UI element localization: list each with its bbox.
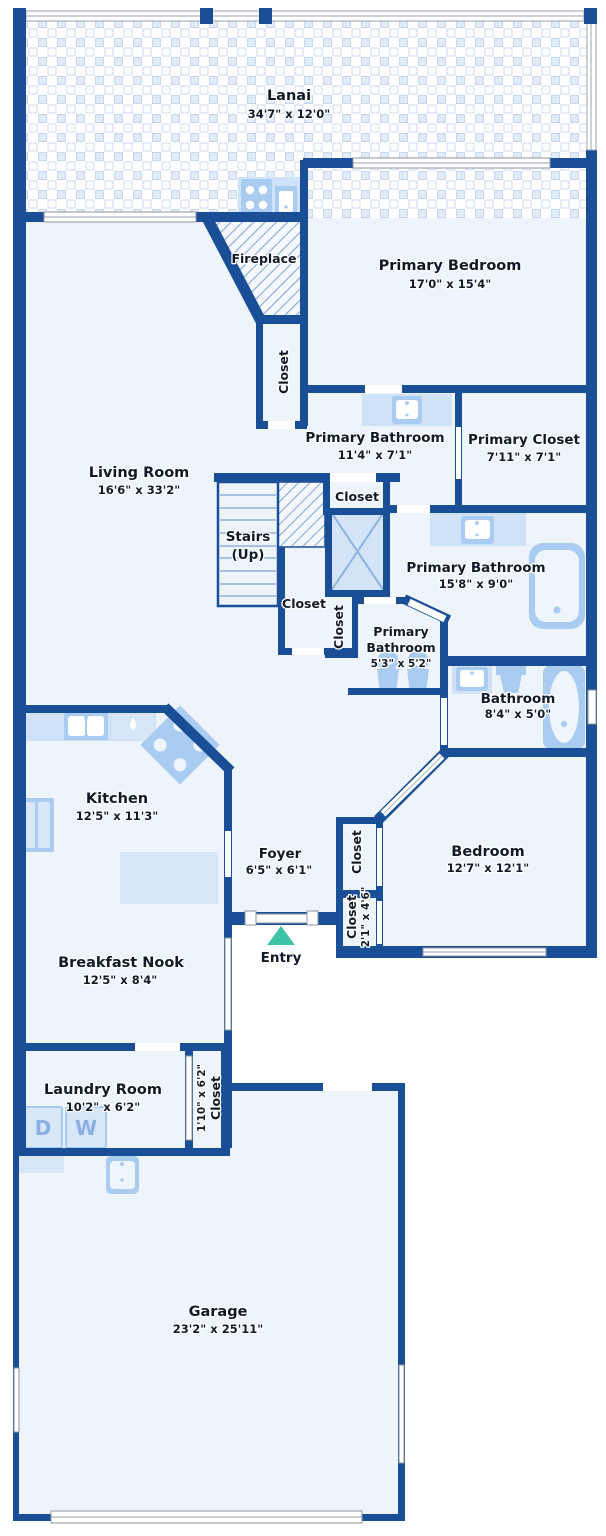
breakfast-nook-label: Breakfast Nook: [58, 955, 184, 971]
laundry-room-label: Laundry Room: [44, 1082, 162, 1098]
garage-label: Garage: [189, 1304, 248, 1320]
floor-areas: [13, 150, 597, 1521]
bathroom-window: [587, 689, 597, 725]
primary-closet-dims: 7'11" x 7'1": [487, 450, 561, 464]
hall-closet-large-label: Closet: [282, 596, 326, 611]
sink-pedestal-icon: [407, 669, 429, 693]
sink-pedestal-icon: [377, 669, 399, 693]
breakfast-nook-window: [224, 937, 232, 1031]
dryer-label: D: [35, 1116, 52, 1140]
laundry-closet-dims: 1'10" x 6'2": [196, 1064, 208, 1132]
bathroom-fixtures: [452, 664, 585, 749]
primary-bath-main-fixtures: [430, 513, 585, 629]
primary-bath-small-label2: Bathroom: [366, 640, 435, 655]
garage-entry-door-opening: [323, 1083, 372, 1091]
hall-closet-small-label: Closet: [335, 489, 379, 504]
kitchen-fixtures: [20, 705, 220, 904]
bedroom-label: Bedroom: [451, 844, 524, 860]
garage-right-window: [398, 1364, 405, 1464]
outdoor-kitchen: [238, 177, 302, 217]
laundry-closet-door: [185, 1055, 193, 1141]
stairs: [216, 480, 280, 608]
living-room-label: Living Room: [89, 465, 190, 481]
toilet-bowl-icon: [500, 675, 522, 693]
small-bath-angled-door: [407, 598, 447, 623]
primary-bedroom-label: Primary Bedroom: [379, 258, 522, 274]
entry-door-jamb: [244, 910, 257, 926]
laundry-appliances: D W: [23, 1106, 107, 1149]
bedroom-closet-lower-label: Closet: [344, 895, 359, 939]
floor-left-column: [14, 205, 232, 1155]
garage-fixtures: [19, 1155, 139, 1194]
entry-door: [255, 913, 308, 924]
bedroom-closet2-door-opening: [377, 901, 382, 944]
fireplace-hatch: [210, 222, 307, 315]
foyer-label: Foyer: [259, 846, 302, 862]
entry-arrow-icon: [267, 926, 295, 945]
primary-bath-main-dims: 15'8" x 9'0": [439, 577, 513, 591]
primary-bath-main-label: Primary Bathroom: [406, 560, 545, 576]
openings: [13, 8, 597, 1524]
kitchen-label: Kitchen: [86, 791, 148, 807]
fireplace-closet-label: Closet: [276, 350, 291, 394]
small-bath-door-opening: [364, 597, 396, 604]
kitchen-foyer-door-opening: [225, 831, 231, 877]
bedroom-dims: 12'7" x 12'1": [447, 861, 529, 875]
laundry-closet-label: Closet: [208, 1076, 223, 1120]
floor-garage-right: [228, 1083, 405, 1521]
bedroom-closet-upper-label: Closet: [349, 830, 364, 874]
garage-dims: 23'2" x 25'11": [173, 1322, 263, 1336]
room-labels: Lanai 34'7" x 12'0" Living Room 16'6" x …: [43, 87, 582, 1338]
floor-garage-left: [13, 1155, 228, 1521]
bathroom-label: Bathroom: [481, 691, 556, 707]
bedroom-angled-door-line: [382, 755, 443, 815]
primary-bath-upper-dims: 11'4" x 7'1": [338, 448, 412, 462]
entry-label: Entry: [261, 950, 302, 966]
living-room-dims: 16'6" x 33'2": [98, 483, 180, 497]
laundry-room-dims: 10'2" x 6'2": [66, 1100, 140, 1114]
washer-label: W: [75, 1116, 97, 1140]
stairs-label-line2: (Up): [232, 547, 265, 563]
bathroom-dims: 8'4" x 5'0": [485, 707, 551, 721]
fireplace-closet-door-opening: [268, 421, 295, 429]
foyer-dims: 6'5" x 6'1": [246, 863, 312, 877]
toilet-tank-icon: [496, 664, 526, 675]
primary-bedroom-door-opening: [365, 385, 402, 393]
primary-closet-label: Primary Closet: [468, 432, 581, 448]
nook-laundry-door-opening: [135, 1043, 180, 1051]
stairs-label-line1: Stairs: [226, 529, 271, 545]
water-drop-icon: [130, 718, 136, 730]
shower: [330, 511, 385, 592]
lanai-dims: 34'7" x 12'0": [248, 107, 330, 121]
primary-bath-small-label1: Primary: [373, 624, 428, 639]
bedroom-closet-door-opening: [377, 828, 382, 886]
primary-bath-small-dims: 5'3" x 5'2": [371, 658, 432, 670]
primary-bedroom-dims: 17'0" x 15'4": [409, 277, 491, 291]
understair-hatch: [277, 481, 326, 548]
entry-door-jamb: [306, 910, 319, 926]
garage-shelf: [19, 1155, 64, 1173]
closet-door-opening: [292, 648, 324, 655]
pedestal-sinks: [377, 650, 429, 693]
kitchen-dims: 12'5" x 11'3": [76, 809, 158, 823]
garage-left-window: [13, 1367, 20, 1433]
breakfast-nook-dims: 12'5" x 8'4": [83, 973, 157, 987]
primary-bath-door-opening: [397, 505, 430, 513]
primary-closet-door-opening: [456, 427, 461, 479]
outdoor-cooktop-icon: [241, 179, 272, 216]
bathroom-door-opening: [441, 698, 447, 745]
lanai-label: Lanai: [267, 88, 311, 104]
kitchen-island: [120, 852, 218, 904]
stairs-box: [216, 480, 280, 608]
bedroom-closet-lower-dims: 2'1" x 4'6": [360, 887, 372, 948]
hall-closet-vertical-label: Closet: [331, 605, 346, 649]
primary-bath-upper-vanity: [362, 394, 452, 426]
primary-bath-upper-label: Primary Bathroom: [305, 430, 444, 446]
hall-closet-door-opening: [330, 473, 376, 482]
fireplace-label: Fireplace: [231, 251, 296, 266]
